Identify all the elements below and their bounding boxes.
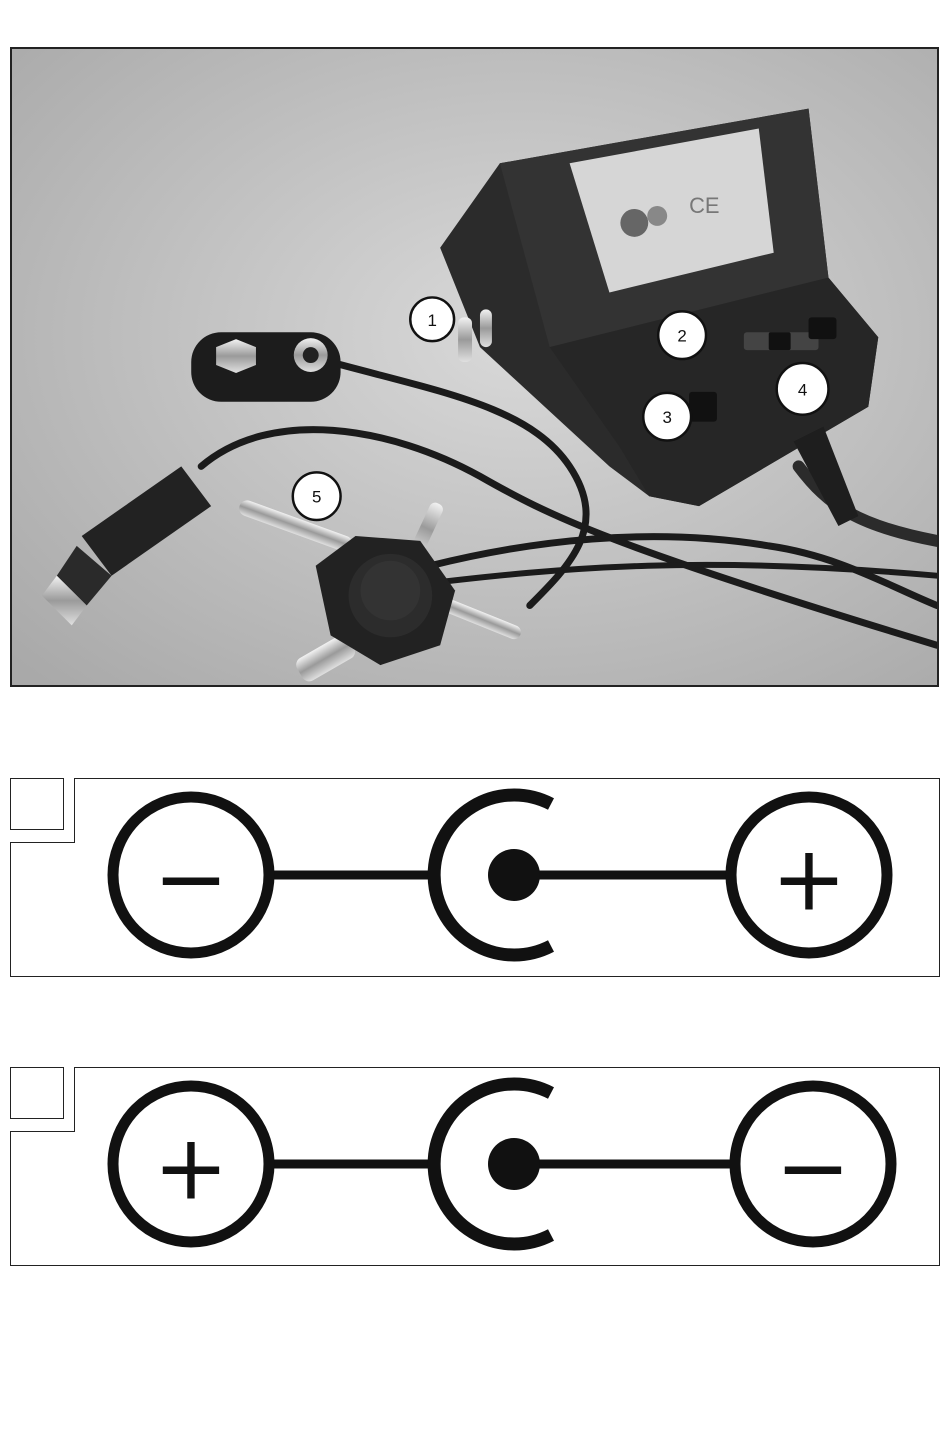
polarity-diagram-center-negative: + − [10,1067,940,1266]
callout-5: 5 [293,472,341,520]
callout-2-label: 2 [677,327,686,346]
svg-text:CE: CE [689,193,719,218]
product-photo: CE [10,47,939,687]
barrel-center-pin [488,849,540,901]
callout-3-label: 3 [662,408,671,427]
polarity-symbol: + − [11,1068,941,1267]
left-terminal-symbol: − [153,827,228,932]
polarity-symbol: − + [11,779,941,978]
callout-1: 1 [410,297,454,341]
left-terminal-symbol: + [153,1116,228,1221]
right-terminal-symbol: + [771,827,846,932]
callout-4: 4 [777,363,829,415]
battery-clip [191,332,340,402]
power-adapter-illustration: CE [12,49,937,685]
callout-3: 3 [643,393,691,441]
callout-2: 2 [658,311,706,359]
right-terminal-symbol: − [775,1116,850,1221]
barrel-center-pin [488,1138,540,1190]
callout-5-label: 5 [312,488,321,507]
polarity-diagram-center-positive: − + [10,778,940,977]
callout-1-label: 1 [427,311,436,330]
callout-4-label: 4 [798,380,807,399]
